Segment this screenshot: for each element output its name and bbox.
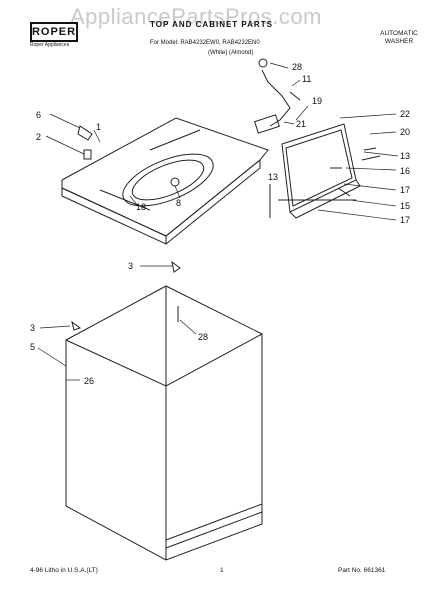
callout-3-lower: 3	[30, 323, 35, 333]
callout-13-left: 13	[268, 172, 278, 182]
callout-2: 2	[36, 132, 41, 142]
callout-leaders	[37, 62, 399, 381]
callout-28-top: 28	[292, 62, 302, 72]
callout-17-lower: 17	[400, 215, 410, 225]
washer-top-panel	[61, 117, 269, 245]
callout-1: 1	[96, 122, 101, 132]
washer-cabinet	[65, 285, 263, 561]
callout-5: 5	[30, 342, 35, 352]
callout-8: 8	[176, 198, 181, 208]
callout-28-cabinet: 28	[198, 332, 208, 342]
callout-19: 19	[312, 96, 322, 106]
product-type-line-2: WASHER	[384, 38, 414, 45]
callout-3-upper: 3	[128, 261, 133, 271]
callout-16: 16	[400, 166, 410, 176]
diagram-title: TOP AND CABINET PARTS	[150, 20, 273, 29]
callout-11: 11	[302, 74, 311, 84]
callout-18: 18	[136, 202, 146, 212]
litho-note: 4-96 Litho in U.S.A.(LT)	[30, 567, 98, 574]
callout-20: 20	[400, 127, 410, 137]
callout-6: 6	[36, 110, 41, 120]
model-colors: (White) (Almond)	[208, 50, 254, 56]
callout-26: 26	[84, 376, 94, 386]
lid-switch-harness	[254, 69, 301, 134]
page-number: 1	[220, 567, 224, 574]
part-number: Part No. 661361	[338, 567, 386, 574]
product-type-line-1: AUTOMATIC	[380, 30, 418, 37]
callout-21: 21	[296, 119, 306, 129]
callout-22: 22	[400, 109, 410, 119]
callout-17-upper: 17	[400, 185, 410, 195]
washer-lid	[281, 123, 361, 219]
brand-tagline: Roper Appliances	[30, 42, 70, 48]
callout-labels: 28 11 19 22 20 21 6 1 2 8 13 13 16 17 15…	[30, 62, 410, 386]
callout-15: 15	[400, 201, 410, 211]
watermark: AppliancePartsPros.com	[70, 4, 322, 29]
brand-logo: ROPER	[30, 22, 78, 42]
hardware-parts	[65, 58, 381, 392]
product-type: AUTOMATIC WASHER	[364, 30, 434, 46]
callout-13-right: 13	[400, 151, 410, 161]
model-numbers: For Model: RAB4232EW0, RAB4232EN0	[150, 40, 260, 46]
